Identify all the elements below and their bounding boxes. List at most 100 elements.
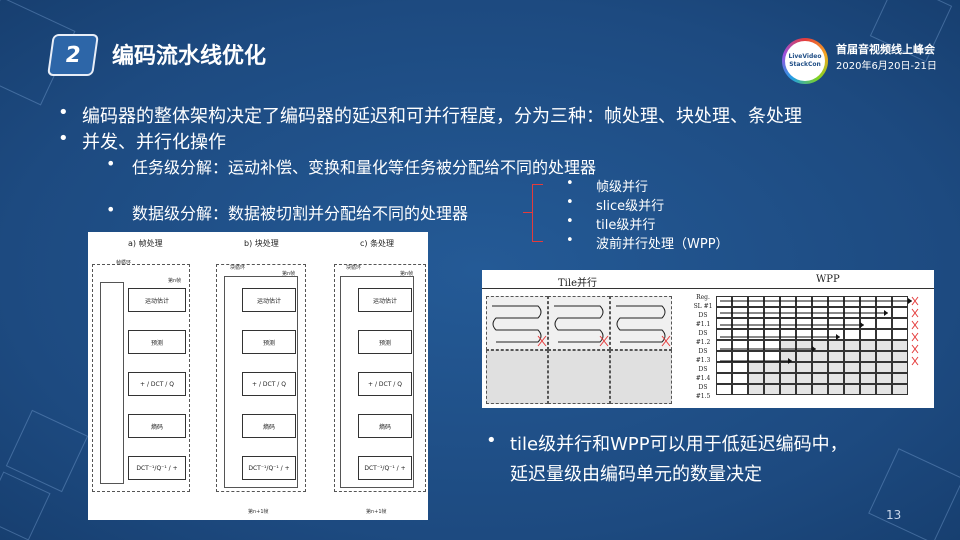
wpp-cell <box>764 373 780 384</box>
frame-loop-label: 帧循环 <box>116 260 132 266</box>
wpp-cell <box>876 340 892 351</box>
wpp-cell <box>796 362 812 373</box>
frame-loop-outline <box>92 264 190 492</box>
tile-scan-paths <box>492 305 671 347</box>
column-title-slice: c) 条处理 <box>360 239 395 248</box>
wpp-row-label: DS <box>698 312 708 319</box>
wpp-cell <box>748 384 764 395</box>
box-entropy-coding: 熵码 <box>358 414 412 438</box>
tile-figure-title: Tile并行 <box>558 278 597 289</box>
box-dct-q: + / DCT / Q <box>358 372 412 396</box>
wpp-cell <box>828 351 844 362</box>
wpp-cell <box>860 384 876 395</box>
frame-loop-outline <box>216 264 306 492</box>
data-level-item-text: 波前并行处理（WPP） <box>596 237 729 252</box>
wpp-cell <box>732 384 748 395</box>
wpp-end-mark <box>911 356 919 366</box>
wpp-cell <box>796 329 812 340</box>
wpp-cell <box>748 373 764 384</box>
sub-bullet-task-level: • 任务级分解：运动补偿、变换和量化等任务被分配给不同的处理器 <box>106 154 596 178</box>
bullet-dot-icon: • <box>58 128 69 149</box>
n-frame-label: 第n帧 <box>400 271 414 277</box>
conclusion-bullet: • tile级并行和WPP可以用于低延迟编码中， 延迟量级由编码单元的数量决定 <box>486 430 848 486</box>
wpp-row-label: Reg. <box>696 294 710 301</box>
wpp-end-mark <box>911 344 919 354</box>
block-loop-outline <box>340 276 414 488</box>
wpp-cell <box>844 318 860 329</box>
bullet-dot-icon: • <box>566 214 574 229</box>
page-number: 13 <box>886 508 902 522</box>
conclusion-line-1: tile级并行和WPP可以用于低延迟编码中， <box>510 434 848 455</box>
wpp-cell <box>764 318 780 329</box>
wpp-cell <box>716 329 732 340</box>
wpp-cell <box>876 384 892 395</box>
wpp-end-mark <box>911 308 919 318</box>
wpp-cell <box>732 362 748 373</box>
box-entropy-coding: 熵码 <box>128 414 186 438</box>
wpp-row-label: #1.3 <box>695 357 711 364</box>
data-level-item: • slice级并行 <box>566 195 664 214</box>
wpp-cell <box>764 384 780 395</box>
wpp-cell <box>892 340 908 351</box>
decorative-cube <box>868 448 960 540</box>
wpp-cell <box>860 362 876 373</box>
wpp-end-mark <box>911 296 919 306</box>
wpp-cell <box>796 340 812 351</box>
wpp-cell <box>812 384 828 395</box>
column-title-block: b) 块处理 <box>244 239 279 248</box>
bullet-parallel: • 并发、并行化操作 <box>58 128 226 154</box>
wpp-arrowhead <box>836 334 840 340</box>
wpp-row-label: DS <box>698 366 708 373</box>
wpp-cell <box>892 318 908 329</box>
wpp-cell <box>844 329 860 340</box>
wpp-cell <box>732 340 748 351</box>
wpp-cell <box>812 340 828 351</box>
bullet-dot-icon: • <box>106 200 116 219</box>
wpp-cell <box>812 351 828 362</box>
data-level-item: • 帧级并行 <box>566 176 648 195</box>
wpp-cell <box>828 384 844 395</box>
wpp-cell <box>796 318 812 329</box>
wpp-cell <box>844 362 860 373</box>
wpp-cell <box>812 318 828 329</box>
wpp-cell <box>764 329 780 340</box>
box-prediction: 预测 <box>358 330 412 354</box>
wpp-row-label: #1.4 <box>695 375 711 382</box>
wpp-cell <box>748 340 764 351</box>
wpp-cell <box>748 318 764 329</box>
tile-cell <box>610 350 672 404</box>
section-number-badge: 2 <box>47 34 99 76</box>
bullet-dot-icon: • <box>58 102 69 123</box>
wpp-cell <box>892 373 908 384</box>
wpp-cell <box>844 384 860 395</box>
slide-title: 编码流水线优化 <box>112 44 267 69</box>
figure-divider <box>482 288 934 289</box>
wpp-cell <box>860 340 876 351</box>
wpp-cell <box>732 318 748 329</box>
bullet-dot-icon: • <box>486 430 497 451</box>
wpp-cell <box>876 351 892 362</box>
n-frame-label: 第n帧 <box>168 278 182 284</box>
wpp-cell <box>732 329 748 340</box>
wpp-arrowhead <box>884 310 888 316</box>
frame-loop-outline <box>334 264 426 492</box>
bullet-text: 编码器的整体架构决定了编码器的延迟和可并行程度，分为三种：帧处理、块处理、条处理 <box>82 106 802 127</box>
tile-cell <box>548 296 610 350</box>
bullet-dot-icon: • <box>566 195 574 210</box>
n1-frame-label: 第n+1帧 <box>248 509 269 515</box>
wpp-cell <box>796 384 812 395</box>
conference-logo-text: LiveVideo StackCon <box>785 41 825 81</box>
curly-brace <box>523 184 549 242</box>
wpp-cell <box>748 362 764 373</box>
wpp-cell <box>844 351 860 362</box>
wpp-cell <box>716 340 732 351</box>
conference-date: 2020年6月20日-21日 <box>836 61 937 72</box>
n1-frame-label: 第n+1帧 <box>366 509 387 515</box>
wpp-cell <box>796 373 812 384</box>
wpp-row-label: #1.5 <box>695 393 711 400</box>
box-inverse-dct: DCT⁻¹/Q⁻¹ / + <box>242 456 296 480</box>
wpp-cell <box>812 373 828 384</box>
wpp-cell <box>828 340 844 351</box>
